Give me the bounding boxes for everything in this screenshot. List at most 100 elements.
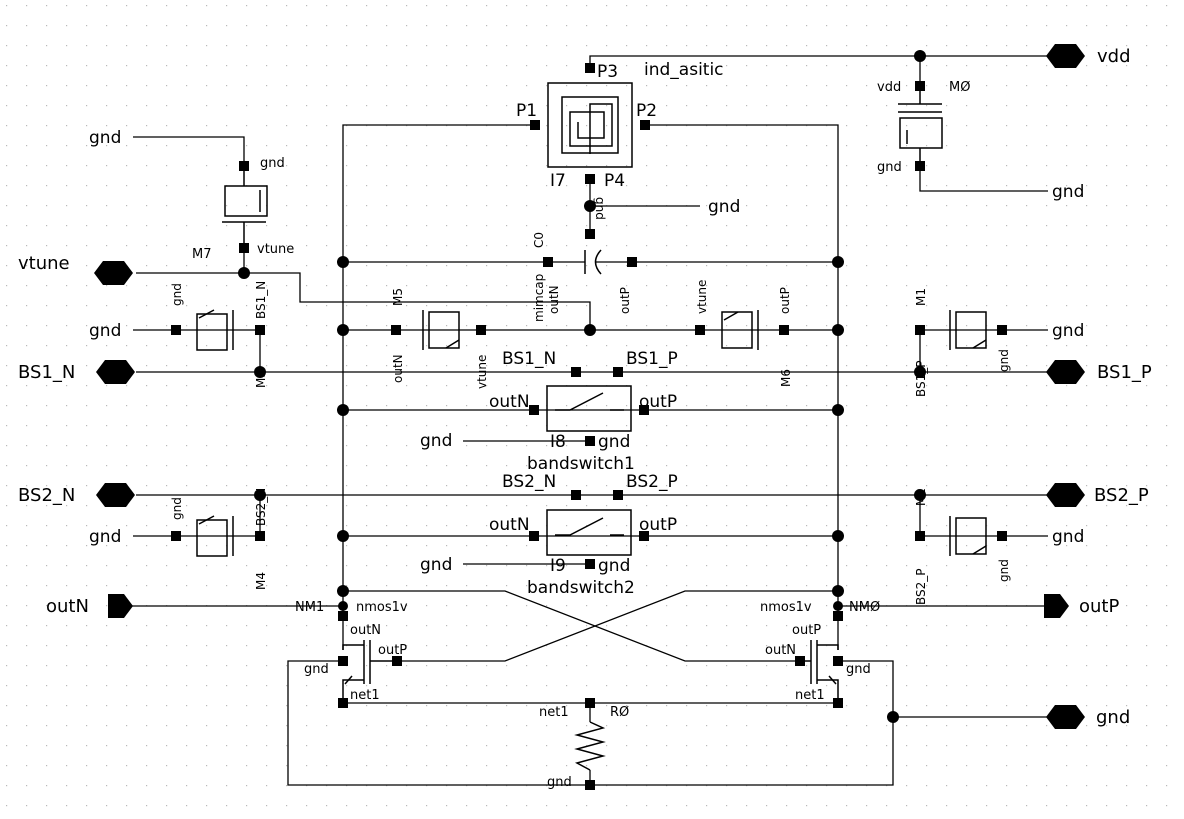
nm0-term-gate: outN	[765, 643, 796, 658]
io-pins	[94, 44, 1085, 729]
junction	[832, 404, 844, 416]
m6-term-vtune: vtune	[695, 280, 709, 314]
junction	[338, 601, 348, 611]
bandswitch1-symbol	[546, 385, 632, 432]
junction	[914, 366, 926, 378]
bandswitch2-pin-outp: outP	[639, 515, 677, 535]
m5-body	[428, 311, 460, 349]
terminal	[529, 531, 539, 541]
terminal	[640, 120, 650, 130]
m1-body	[955, 311, 987, 349]
junction	[584, 324, 596, 336]
terminal	[585, 63, 595, 73]
inductor-cell-name: ind_asitic	[644, 60, 724, 80]
terminal	[255, 325, 265, 335]
bandswitch2-pin-gnd: gnd	[598, 556, 630, 576]
pin-label-gnd: gnd	[1096, 707, 1130, 728]
varactor-m2	[949, 516, 987, 556]
capacitor-term-p: outP	[618, 287, 632, 314]
varactor-m1	[949, 310, 987, 350]
m1-term-bs: BS1_P	[914, 360, 928, 397]
terminal	[613, 367, 623, 377]
junction	[832, 256, 844, 268]
m4-inst-name: M4	[254, 572, 268, 590]
bandswitch1-pin-outn: outN	[489, 392, 530, 412]
inductor-gnd-term: gnd	[593, 197, 607, 220]
terminal	[476, 325, 486, 335]
m3-arrow	[198, 309, 215, 319]
terminal	[338, 656, 348, 666]
terminal	[171, 325, 181, 335]
resistor-r0-zigzag	[574, 721, 606, 771]
bandswitch2-cell-name: bandswitch2	[527, 578, 635, 598]
bandswitch2-body	[546, 509, 632, 556]
net-label-gnd: gnd	[1052, 182, 1084, 202]
terminal	[585, 698, 595, 708]
nm0-term-bulk: gnd	[846, 662, 871, 677]
pin-bs2n-shape	[96, 483, 135, 507]
pin-bs1n-shape	[96, 360, 135, 384]
capacitor-cell-name: mimcap	[532, 274, 546, 322]
net-label-gnd: gnd	[89, 128, 121, 148]
terminal	[833, 611, 843, 621]
terminal	[571, 490, 581, 500]
capacitor-c0	[584, 249, 602, 275]
m5-inst-name: M5	[391, 288, 405, 306]
m3-inst-name: M3	[254, 370, 268, 388]
nm0-drain	[817, 644, 839, 650]
inductor-pin-p4: P4	[604, 171, 625, 191]
nm0-source	[817, 679, 839, 703]
spiral-icon	[569, 103, 613, 154]
junction	[337, 530, 349, 542]
junction	[337, 256, 349, 268]
terminal	[391, 325, 401, 335]
m2-term-gnd: gnd	[997, 559, 1011, 582]
m0-body	[899, 117, 943, 149]
resistor-inst-name: RØ	[610, 705, 629, 720]
nm0-term-drain: outP	[792, 623, 821, 638]
m6-term-outp: outP	[778, 287, 792, 314]
bandswitch1-pin-gnd: gnd	[598, 432, 630, 452]
capacitor-term-n: outN	[547, 285, 561, 314]
nmos-right-symbol	[800, 640, 839, 703]
capacitor-inst-name: C0	[532, 232, 546, 248]
m2-inst-name: M2	[914, 488, 928, 506]
junction	[832, 585, 844, 597]
resistor-term-bottom: gnd	[547, 775, 572, 790]
junction	[914, 489, 926, 501]
terminal	[585, 174, 595, 184]
junction	[337, 585, 349, 597]
terminal	[239, 243, 249, 253]
m7-body	[224, 185, 268, 217]
nm0-inst-name: NMØ	[849, 600, 880, 615]
terminal	[915, 325, 925, 335]
wire-cross-2	[397, 590, 838, 662]
bandswitch1-pin-outp: outP	[639, 392, 677, 412]
wire-p1-outn	[342, 124, 536, 587]
m4-term-gnd: gnd	[170, 497, 184, 520]
resistor-term-top: net1	[539, 705, 569, 720]
terminal	[585, 559, 595, 569]
m1-arrow	[972, 339, 987, 349]
terminal	[255, 531, 265, 541]
terminals	[171, 63, 1007, 790]
terminal	[833, 656, 843, 666]
terminal	[915, 161, 925, 171]
pin-label-bs1p: BS1_P	[1097, 362, 1152, 383]
terminal	[529, 405, 539, 415]
junction	[832, 324, 844, 336]
terminal	[338, 611, 348, 621]
pin-bs2p-shape	[1046, 483, 1085, 507]
m1-inst-name: M1	[914, 288, 928, 306]
junction	[254, 366, 266, 378]
m4-body	[196, 519, 228, 557]
wire-m0-gnd	[919, 166, 1048, 192]
nm1-source	[342, 679, 364, 703]
nm0-arrow	[828, 675, 837, 685]
switch-icon	[555, 392, 604, 411]
net-label-gnd: gnd	[420, 431, 452, 451]
inductor-body	[547, 82, 633, 168]
nm1-term-source: net1	[350, 688, 380, 703]
switch-icon	[555, 517, 604, 536]
